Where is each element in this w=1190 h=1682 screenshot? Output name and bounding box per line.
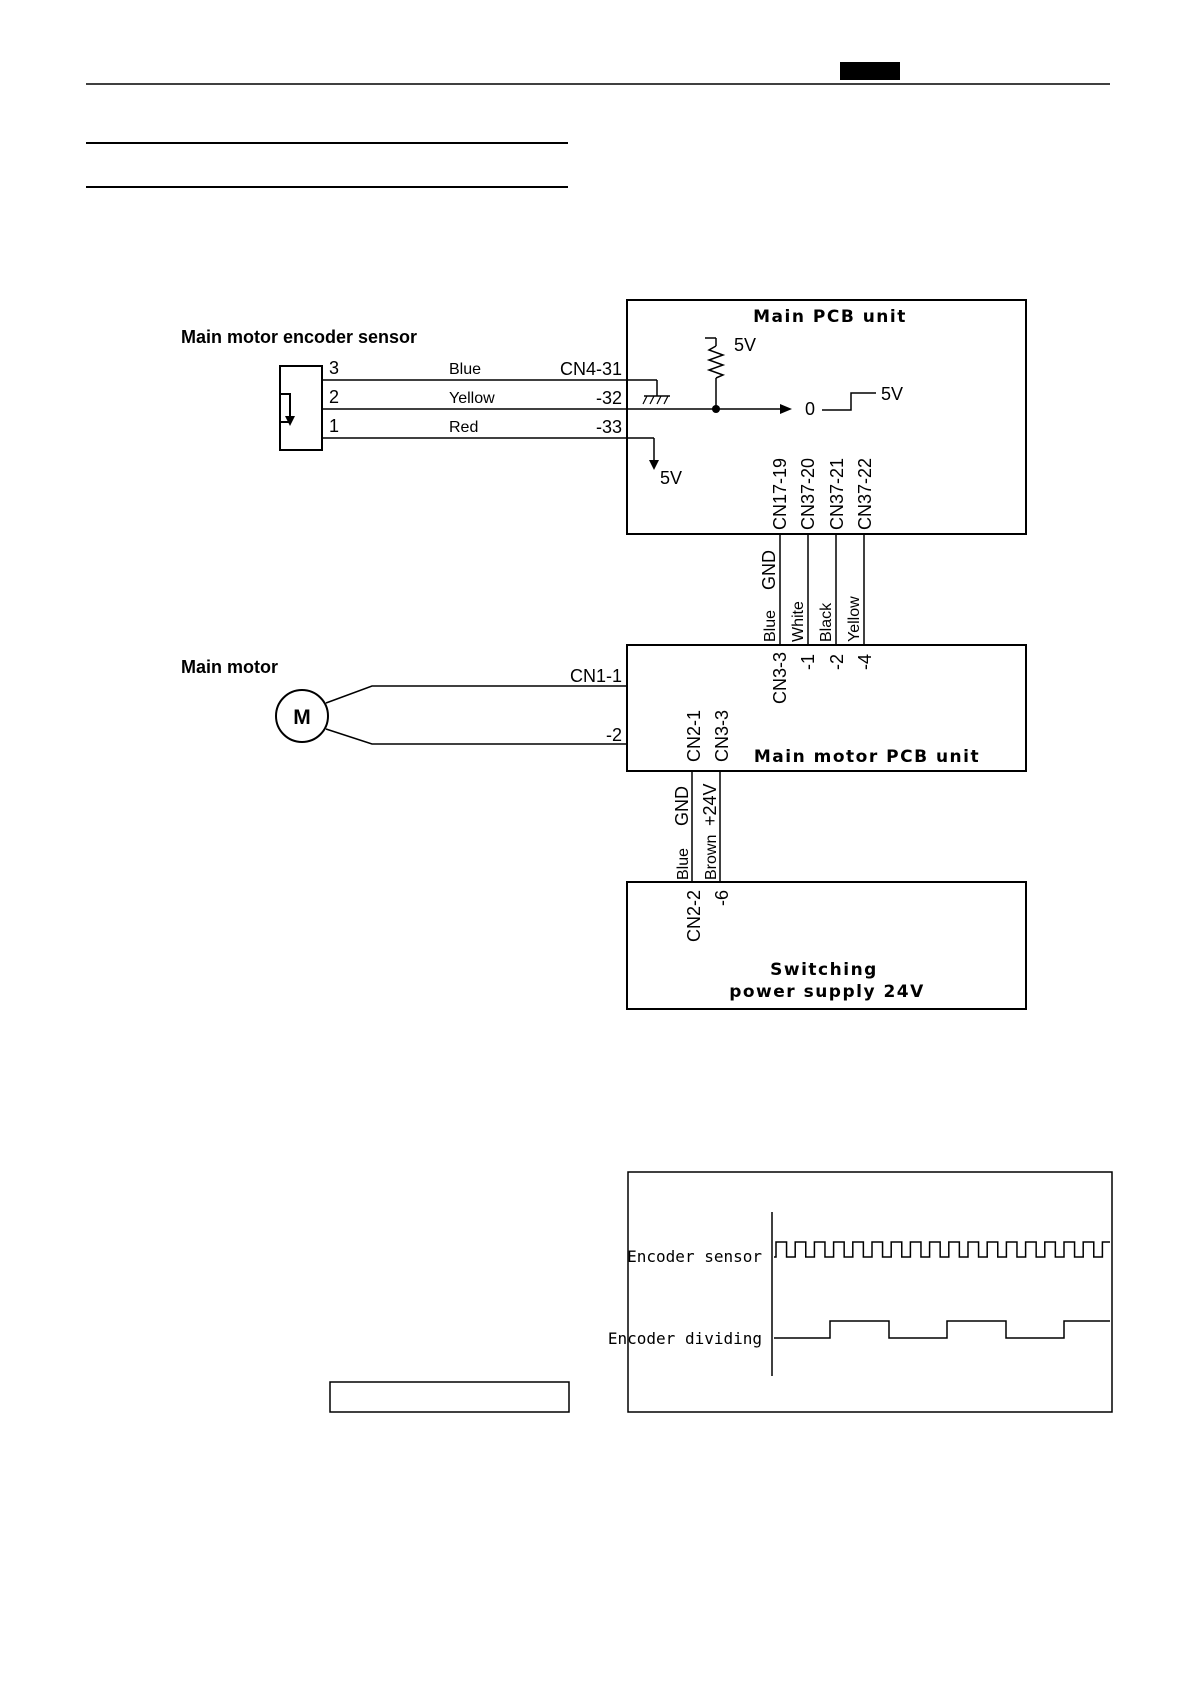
encoder-sensor-label: Main motor encoder sensor	[181, 327, 417, 347]
caption-box	[329, 1381, 570, 1413]
psu-title-line1: Switching	[770, 960, 878, 980]
motor-pcb-cn3-3-lower: CN3-3	[712, 710, 732, 762]
main-pcb-cn37-22: CN37-22	[855, 458, 875, 530]
timing-label-encoder-dividing: Encoder dividing	[608, 1329, 762, 1348]
motor-pin-cn1-1: CN1-1	[570, 666, 622, 686]
link-color-white: White	[790, 601, 807, 642]
power-gnd-label: GND	[672, 786, 692, 826]
motor-pcb-cn3-3: CN3-3	[770, 652, 790, 704]
motor-pcb-pin-1: -1	[798, 654, 818, 670]
pcb-input-cn4-31: CN4-31	[560, 359, 622, 379]
motor-wire-2	[325, 728, 627, 745]
motor-wire-1	[325, 685, 627, 704]
link-color-black: Black	[818, 602, 835, 642]
output-high-label: 5V	[881, 384, 903, 404]
wire-color-red: Red	[449, 419, 478, 436]
encoder-connector-icon	[279, 365, 323, 451]
step-waveform-icon	[822, 392, 876, 411]
power-color-blue: Blue	[675, 848, 692, 880]
supply-voltage: 5V	[660, 468, 682, 488]
motor-pcb-pin-2: -2	[827, 654, 847, 670]
motor-icon	[275, 689, 329, 743]
encoder-pin-2: 2	[329, 387, 339, 407]
link-color-blue: Blue	[762, 610, 779, 642]
motor-pcb-title: Main motor PCB unit	[754, 747, 980, 767]
main-pcb-box	[626, 299, 1027, 535]
motor-pcb-cn2-1: CN2-1	[684, 710, 704, 762]
psu-pin-cn2-2: CN2-2	[684, 890, 704, 942]
timing-box	[627, 1171, 1113, 1413]
link-gnd-label: GND	[759, 550, 779, 590]
pcb-input-33: -33	[596, 417, 622, 437]
motor-pcb-box	[626, 644, 1027, 772]
encoder-pin-1: 1	[329, 416, 339, 436]
ground-icon	[642, 380, 670, 405]
motor-pcb-pin-4: -4	[855, 654, 875, 670]
motor-symbol: M	[293, 706, 311, 729]
power-color-brown: Brown	[703, 835, 720, 880]
pullup-voltage: 5V	[734, 335, 756, 355]
main-pcb-cn17-19: CN17-19	[770, 458, 790, 530]
encoder-sensor-waveform	[774, 1241, 1110, 1258]
wire-color-yellow: Yellow	[449, 390, 495, 407]
main-pcb-title: Main PCB unit	[753, 307, 907, 327]
pullup-resistor-icon	[705, 337, 726, 413]
timing-label-encoder-sensor: Encoder sensor	[627, 1247, 762, 1266]
psu-title-line2: power supply 24V	[729, 982, 925, 1002]
main-pcb-cn37-20: CN37-20	[798, 458, 818, 530]
main-motor-label: Main motor	[181, 657, 278, 677]
wire-color-blue: Blue	[449, 361, 481, 378]
supply-arrow-icon	[649, 438, 659, 470]
signal-arrow-icon	[780, 404, 792, 414]
psu-pin-6: -6	[712, 890, 732, 906]
output-low-label: 0	[805, 399, 815, 419]
header-tab	[840, 62, 900, 80]
motor-pin-2: -2	[606, 725, 622, 745]
link-color-yellow: Yellow	[846, 596, 863, 642]
main-pcb-cn37-21: CN37-21	[827, 458, 847, 530]
encoder-pin-3: 3	[329, 358, 339, 378]
pcb-input-32: -32	[596, 388, 622, 408]
encoder-dividing-waveform	[774, 1320, 1110, 1339]
power-24v-label: +24V	[700, 783, 720, 826]
psu-box	[626, 881, 1027, 1010]
